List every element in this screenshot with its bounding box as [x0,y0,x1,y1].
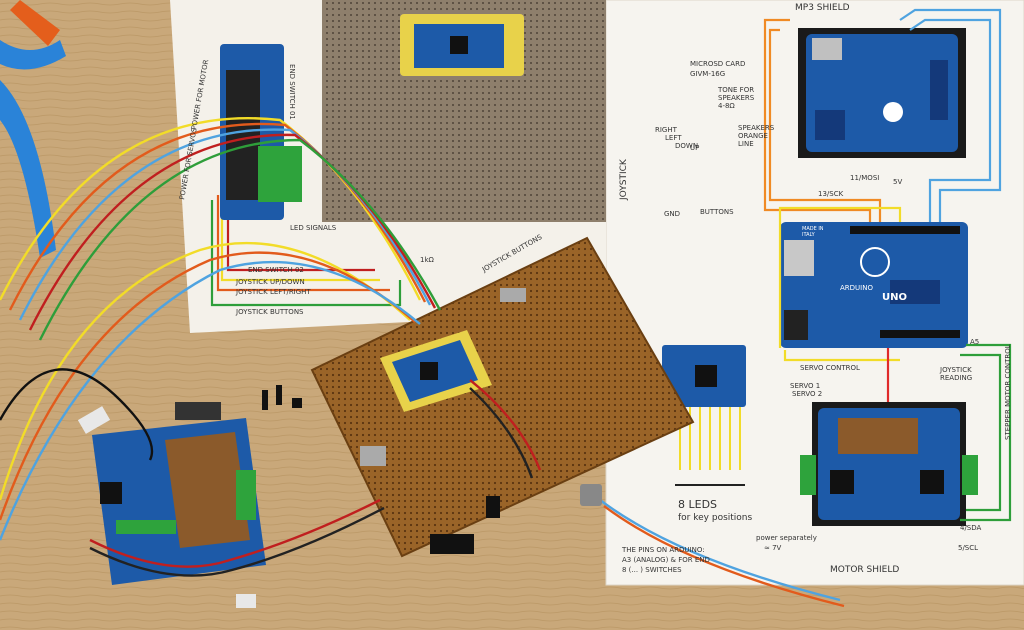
power-note-2: ≈ 7V [764,544,782,552]
tone-note-1: TONE FOR [717,86,754,94]
small-components [77,288,602,608]
arduino-uno: UNO ARDUINO [780,222,968,348]
five-v-label: 5V [893,178,902,186]
pin-sda: 4/SDA [960,524,982,532]
desk-motor-shield [92,402,266,585]
left-joystick-buttons: JOYSTICK BUTTONS [235,308,304,316]
wire-bundle [0,117,442,541]
motor-shield [800,402,978,526]
left-joystick-leftright: JOYSTICK LEFT/RIGHT [235,288,311,296]
blue-pliers [0,0,66,258]
motor-shield-label: MOTOR SHIELD [830,565,899,575]
joystick-up: UP [690,144,699,152]
joystick-label: JOYSTICK [619,158,629,201]
leds-note-2: for key positions [678,513,752,523]
tone-note-3: 4-8Ω [718,102,735,110]
pins-note-2: A3 (ANALOG) & FOR END [622,556,710,564]
made-in-italy-2: ITALY [802,232,816,238]
servo-control-label: SERVO CONTROL [800,364,860,372]
joystick-reading-1: JOYSTICK [939,366,972,374]
uno-label: UNO [882,292,907,303]
red-black-leads [89,379,845,608]
arduino-label: ARDUINO [840,284,873,292]
tone-note-2: SPEAKERS [718,94,755,102]
left-1k-resistor: 1kΩ [420,256,435,264]
stepper-label: STEPPER MOTOR CONTROL [1004,344,1012,440]
pin-a5: A5 [970,338,979,346]
pro-mini-schematic [662,345,746,407]
arduino-with-led-breakout [220,44,302,220]
left-end-switch-2: END SWITCH 02 [248,266,304,274]
gnd-label: GND [664,210,680,218]
speakers-note-2: ORANGE [738,132,768,140]
pro-mini-on-board [380,330,492,412]
microsd-note-1: MICROSD CARD [690,60,745,68]
mp3-shield-label: MP3 SHIELD [795,3,850,13]
pin-sck: 13/SCK [818,190,844,198]
microsd-note-2: GIVM-16G [690,70,725,78]
speakers-note-1: SPEAKERS [738,124,775,132]
speakers-note-3: LINE [738,140,754,148]
mp3-shield [798,28,966,158]
pins-note-1: THE PINS ON ARDUINO: [621,546,705,554]
servo-2-label: SERVO 2 [792,390,822,398]
made-in-italy-1: MADE IN [802,226,824,232]
joystick-right: RIGHT [655,126,678,134]
servo-1-label: SERVO 1 [790,382,820,390]
brown-protoboard [310,236,695,558]
pin-scl: 5/SCL [958,544,978,552]
annotations-right: MP3 SHIELD MICROSD CARD GIVM-16G TONE FO… [619,3,1012,575]
left-joystick-updown: JOYSTICK UP/DOWN [235,278,305,286]
pro-mini-top [400,14,524,76]
schematic-lines [763,8,1012,522]
joystick-reading-2: READING [940,374,972,382]
left-led-signals: LED SIGNALS [290,224,337,232]
pins-note-3: 8 (... ) SWITCHES [622,566,682,574]
left-end-switch-1: END SWITCH 01 [288,64,296,120]
joystick-left: LEFT [665,134,682,142]
joystick-down: DOWN [675,142,698,150]
power-note-1: power separately [756,534,817,542]
pin-mosi: 11/MOSI [850,174,879,182]
leds-note-1: 8 LEDS [678,498,717,511]
buttons-label: BUTTONS [700,208,734,216]
